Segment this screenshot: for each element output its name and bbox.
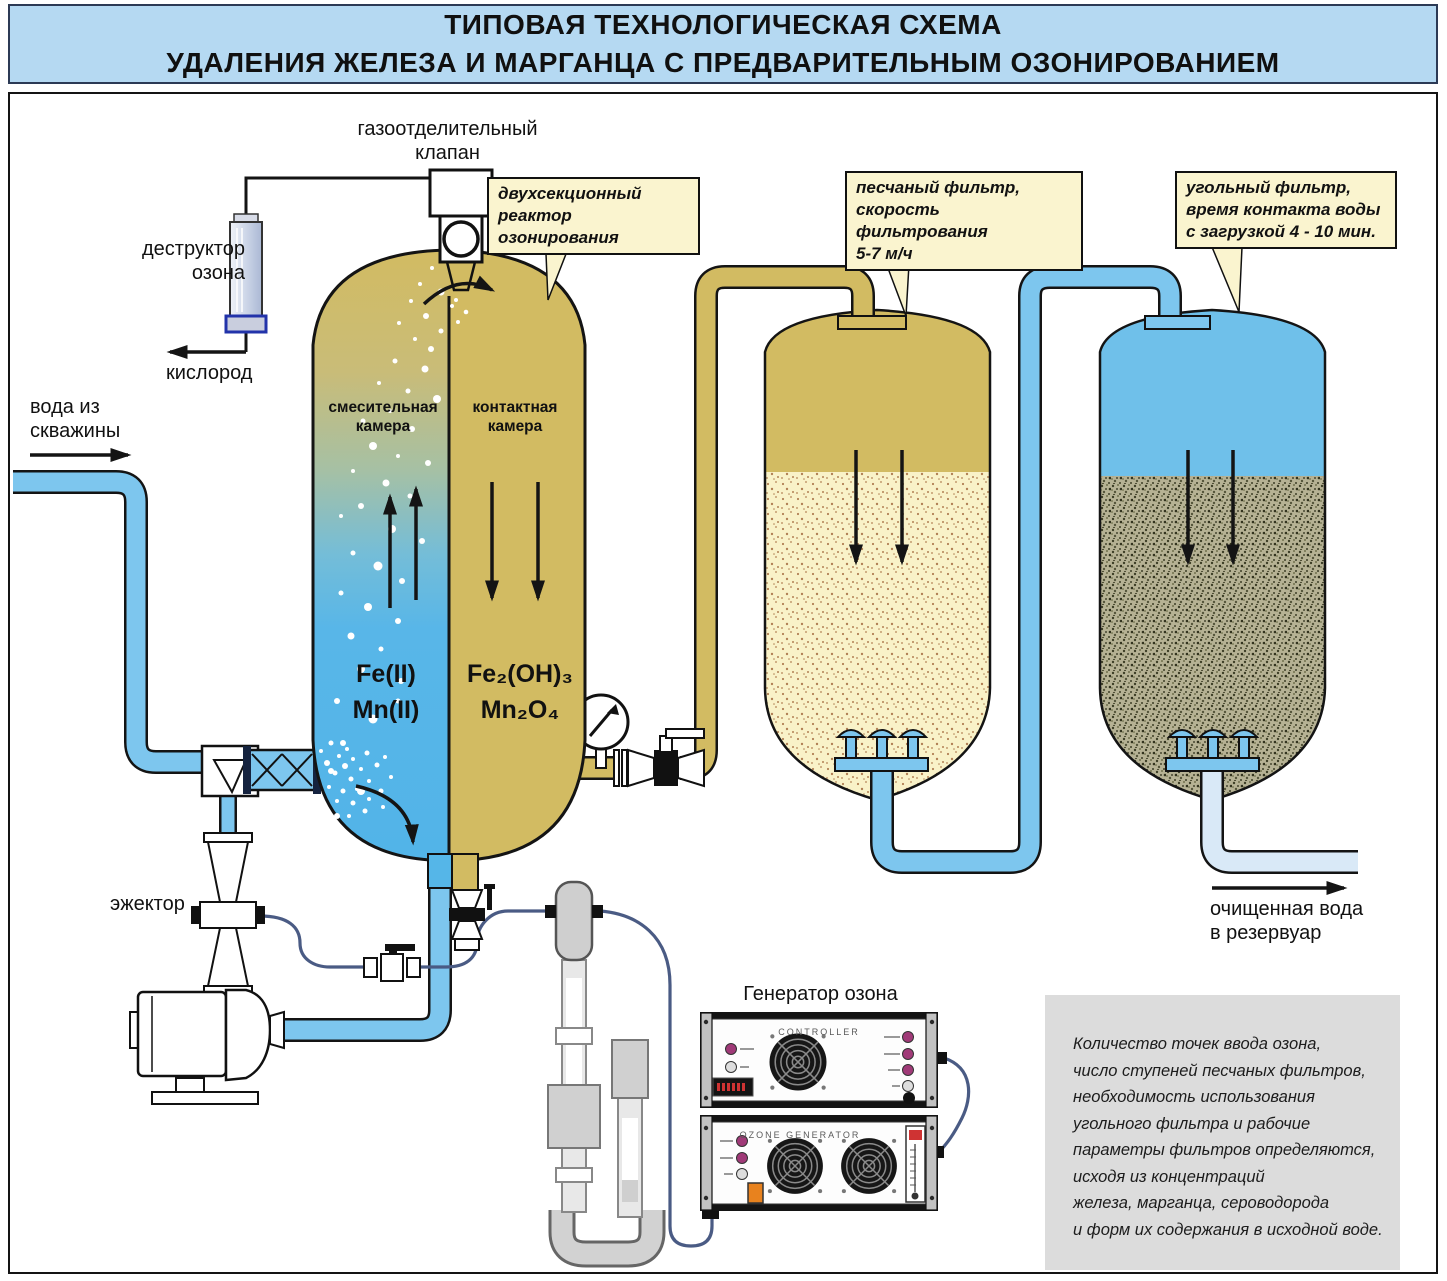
page-title: ТИПОВАЯ ТЕХНОЛОГИЧЕСКАЯ СХЕМА УДАЛЕНИЯ Ж…: [166, 9, 1280, 78]
design-note: Количество точек ввода озона, число ступ…: [1045, 995, 1400, 1270]
ozone-destructor-label: деструктор озона: [141, 238, 245, 284]
mn2-label: Mn(II): [352, 696, 420, 724]
fe-hydroxide-label: Fe₂(OH)₃: [467, 660, 573, 688]
reactor-bottom-necks: [427, 853, 479, 891]
ejector-label: эжектор: [110, 893, 185, 915]
air-dryer-column: [545, 880, 666, 1268]
fe2-label: Fe(II): [356, 660, 416, 688]
interfilter-pipe: [870, 265, 1211, 874]
static-mixer: [243, 746, 321, 794]
generator-panel-label: OZONE GENERATOR: [739, 1130, 861, 1140]
clean-water-pipe: [1200, 766, 1358, 874]
bubbles: [319, 255, 469, 819]
flow-arrows: [30, 275, 1348, 895]
reactor-callout: двухсекционный реактор озонирования: [487, 177, 700, 255]
sand-filter-vessel: [763, 308, 992, 802]
controller-panel-label: CONTROLLER: [778, 1027, 860, 1037]
ozone-generator-label: Генератор озона: [743, 983, 898, 1005]
gas-valve-label: газоотделительный клапан: [357, 118, 538, 164]
sand-filter-callout: песчаный фильтр, скорость фильтрования 5…: [845, 171, 1083, 271]
ozone-destructor: [166, 176, 430, 359]
oxygen-label: кислород: [166, 362, 253, 384]
contact-chamber-label: контактная камера: [472, 399, 558, 435]
mn-oxide-label: Mn₂O₄: [480, 696, 560, 724]
drain-valve: [449, 884, 495, 951]
title-bar: ТИПОВАЯ ТЕХНОЛОГИЧЕСКАЯ СХЕМА УДАЛЕНИЯ Ж…: [8, 4, 1438, 84]
well-water-label: вода из скважины: [30, 396, 121, 442]
controller-panel: [700, 1012, 938, 1108]
feed-pump: [129, 988, 285, 1105]
generator-panel: [700, 1115, 938, 1211]
carbon-filter-callout: угольный фильтр, время контакта воды с з…: [1175, 171, 1397, 249]
ozone-generator-unit: [700, 1012, 947, 1219]
sand-filter-collector: [834, 729, 929, 772]
ozone-line-valve: [363, 944, 421, 982]
pressure-gauge: [572, 693, 630, 769]
carbon-filter-vessel: [1098, 308, 1327, 802]
clean-water-label: очищенная вода в резервуар: [1210, 898, 1364, 944]
outlet-valve: [613, 728, 705, 788]
carbon-filter-collector: [1165, 729, 1260, 772]
ozonation-reactor: [311, 248, 587, 862]
mixing-chamber-label: смесительная камера: [328, 399, 438, 435]
rotameter: [905, 1125, 926, 1203]
